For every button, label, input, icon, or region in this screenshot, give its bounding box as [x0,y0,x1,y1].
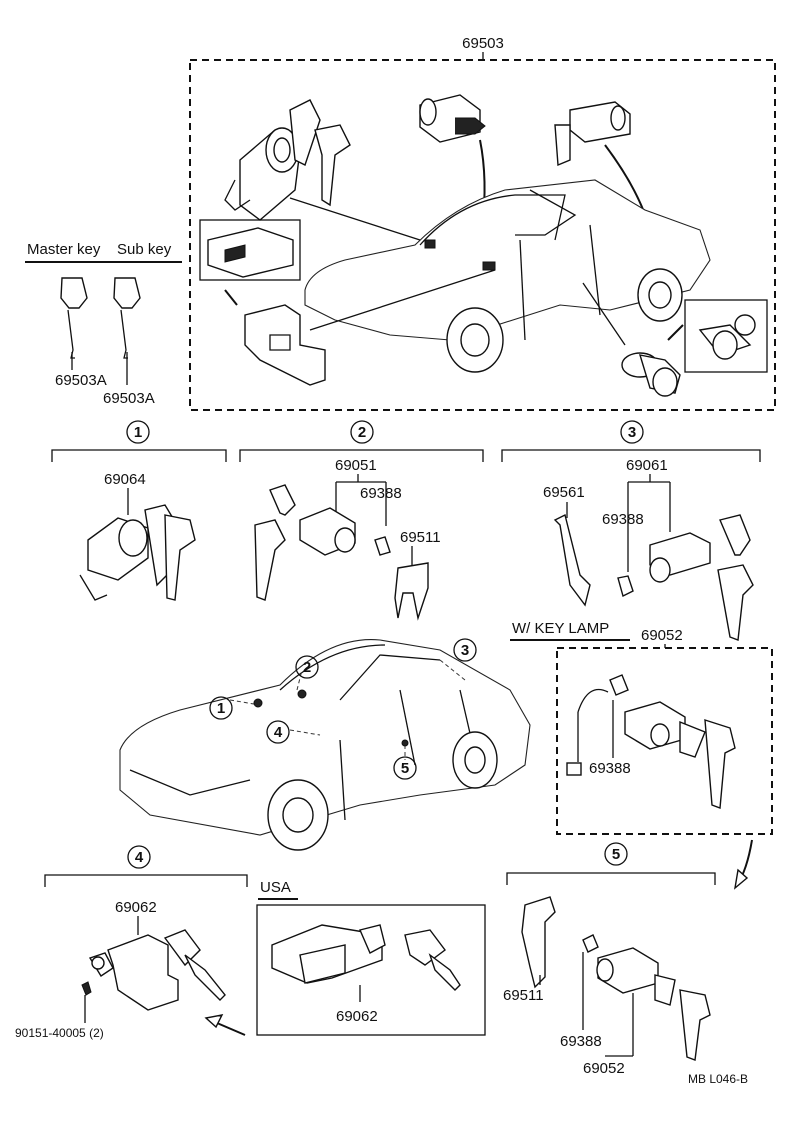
section-1: 1 69064 [51,420,227,601]
section-2-marker: 2 [358,424,366,441]
key-lamp-box: W/ KEY LAMP 69052 69388 [510,620,773,890]
car-markers: 1 2 3 4 5 [209,638,477,780]
trunk-cylinder-icon [554,101,631,167]
center-car-icon [119,638,531,851]
lock-cylinder-inset-icon [698,314,756,360]
key-lamp-header: W/ KEY LAMP [512,620,609,637]
car-marker-4: 4 [274,724,283,741]
door-cylinder-5-icon [521,896,711,1061]
section-5-part-bracket: 69511 [503,987,544,1004]
section-1-marker: 1 [134,424,142,441]
section-3-part-bracket: 69561 [543,484,585,501]
section-5-marker: 5 [612,846,620,863]
master-key-icon [60,277,88,359]
section-5-part-main: 69052 [583,1060,625,1077]
door-cylinder-2-icon [254,484,429,621]
usa-glove-lock-icon [271,924,461,991]
key-lamp-cylinder-icon [566,674,736,809]
car-marker-3: 3 [461,642,469,659]
kit-box: 69503 [189,35,776,411]
hood-latch-icon [244,304,326,386]
usa-part: 69062 [336,1008,378,1025]
section-1-part: 69064 [104,471,146,488]
usa-box: USA 69062 [256,879,486,1036]
section-4-marker: 4 [135,849,144,866]
trunk-cylinder-3-icon [553,513,754,641]
section-2-part-main: 69051 [335,457,377,474]
sub-key-icon [113,277,141,359]
kit-car-icon [304,179,711,373]
section-3-part-main: 69061 [626,457,668,474]
section-4-part-main: 69062 [115,899,157,916]
sub-key-header: Sub key [117,241,172,258]
key-lamp-sub-part: 69388 [589,760,631,777]
master-key-part: 69503A [55,372,107,389]
ignition-switch-icon [79,504,196,601]
glove-lock-4-icon [81,929,226,1011]
section-4: 4 69062 90151-40005 (2) [15,845,248,1040]
section-3-marker: 3 [628,424,636,441]
section-4-part-screw: 90151-40005 (2) [15,1026,104,1040]
door-cylinder-icon [419,94,486,143]
section-3: 3 69061 69561 69388 [501,420,761,641]
glove-lock-inset [199,219,301,281]
glove-box-lock-icon [207,227,294,278]
footer-code: MB L046-B [688,1072,748,1086]
section-2-part-clip: 69388 [360,485,402,502]
master-key-header: Master key [27,241,101,258]
ignition-cylinder-icon [224,99,351,221]
car-marker-5: 5 [401,760,409,777]
door-lock-inset [684,299,768,373]
section-2: 2 69051 69388 69511 [239,420,484,621]
usa-header: USA [260,879,291,896]
key-lamp-dashed-border [556,647,773,835]
section-3-part-clip: 69388 [602,511,644,528]
master-sub-keys: Master key Sub key 69503A 69503A [25,241,182,407]
section-2-part-bracket: 69511 [400,529,441,546]
section-5-part-clip: 69388 [560,1033,602,1050]
kit-part-number: 69503 [462,35,504,52]
usa-border [256,904,486,1036]
car-marker-2: 2 [303,659,311,676]
section-5: 5 69511 69388 69052 [503,842,716,1077]
door-lock-assembly-icon [621,352,681,397]
car-marker-1: 1 [217,700,225,717]
key-lamp-part: 69052 [641,627,683,644]
sub-key-part: 69503A [103,390,155,407]
